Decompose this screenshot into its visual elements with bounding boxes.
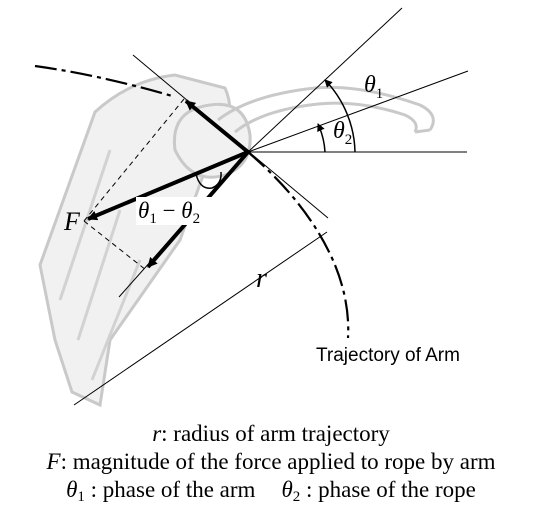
caption-theta1-text: : phase of the arm: [84, 477, 256, 502]
caption-force-text: : magnitude of the force applied to rope…: [60, 449, 496, 474]
radius-label: r: [256, 263, 267, 294]
caption-radius-symbol: r: [152, 421, 162, 446]
caption-theta2-text: : phase of the rope: [300, 477, 476, 502]
caption-radius-text: : radius of arm trajectory: [161, 421, 390, 446]
trajectory-label: Trajectory of Arm: [316, 345, 460, 366]
parallelogram-edge-bottom: [83, 220, 147, 271]
device-inner-left: [58, 149, 142, 381]
caption-theta2-subscript: 2: [292, 489, 301, 505]
theta1-angle-arc: [324, 79, 356, 153]
caption-theta2-symbol: θ: [281, 477, 293, 502]
radius-line: [73, 231, 328, 406]
force-label: F: [63, 207, 81, 236]
theta1-label: θ1: [364, 72, 383, 102]
svg-text:θ2: θ2: [333, 118, 352, 148]
trajectory-arc-bottom: [247, 151, 350, 339]
theta-difference-arc: [195, 171, 222, 189]
device-arm-outer: [217, 85, 435, 131]
svg-text:θ1 − θ2: θ1 − θ2: [138, 198, 200, 227]
tangential-force-arrow: [184, 99, 250, 154]
caption-force-symbol: F: [46, 449, 61, 474]
force-parallelogram: [83, 98, 185, 271]
trajectory-arc-top: [34, 64, 173, 98]
caption-line-radius: r: radius of arm trajectory: [0, 420, 542, 448]
theta2-label: θ2: [333, 118, 352, 148]
caption-line-force: F: magnitude of the force applied to rop…: [0, 448, 542, 476]
theta2-angle-arc: [317, 123, 326, 153]
total-force-arrow: [87, 150, 249, 221]
device-arm-tip: [414, 128, 431, 134]
svg-text:θ1: θ1: [364, 72, 383, 102]
device-arm-inner: [234, 101, 418, 134]
rope-direction-line: [247, 70, 469, 153]
theta-difference-label: θ1 − θ2: [136, 197, 216, 227]
caption-theta1-symbol: θ: [66, 477, 78, 502]
caption-theta1-subscript: 1: [77, 489, 85, 505]
